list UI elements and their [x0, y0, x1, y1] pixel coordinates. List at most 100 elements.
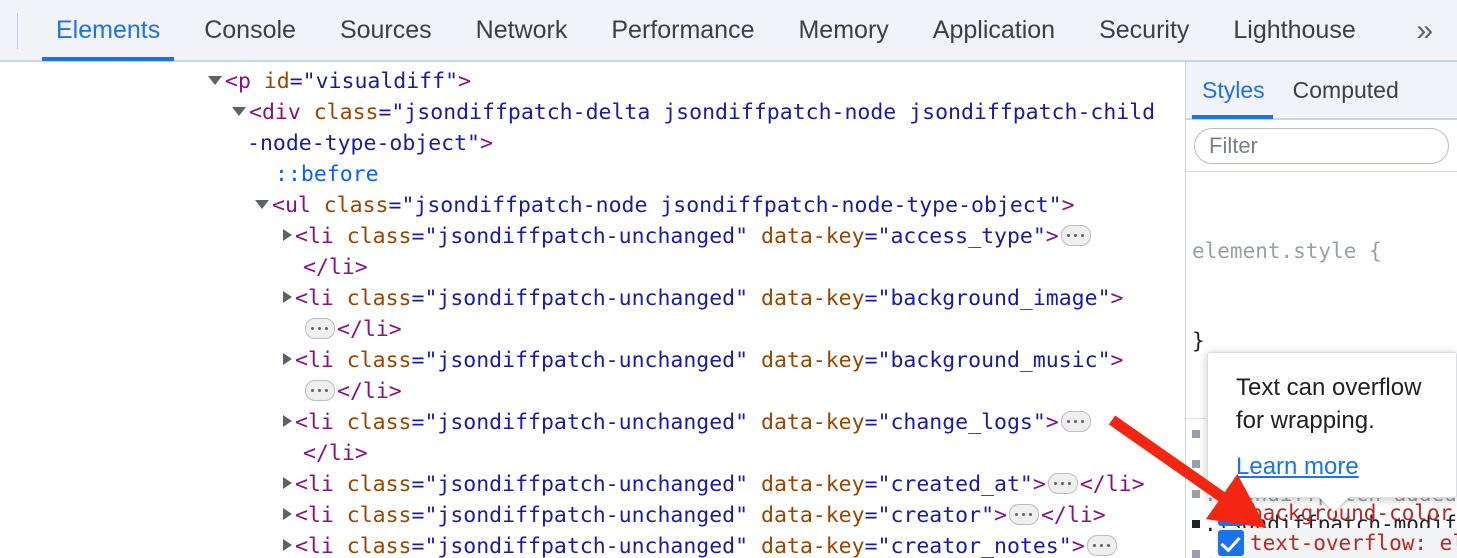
tab-elements[interactable]: Elements — [34, 0, 182, 61]
dom-token: class — [346, 472, 412, 497]
dom-token: ="jsondiffpatch-node jsondiffpatch-node-… — [388, 193, 1062, 218]
chevron-right-icon[interactable] — [283, 291, 292, 303]
dom-node-line[interactable]: -node-type-object"> — [247, 128, 493, 159]
dom-token: class — [346, 534, 412, 558]
dom-token: ="creator" — [864, 503, 995, 528]
property-enabled-checkbox[interactable] — [1218, 500, 1244, 526]
dom-token: ="jsondiffpatch-unchanged" — [411, 410, 749, 435]
tab-network[interactable]: Network — [475, 15, 568, 44]
chevron-down-icon[interactable] — [208, 76, 222, 85]
dom-token: ="access_type" — [864, 224, 1046, 249]
dom-token: <li — [295, 503, 347, 528]
chevron-right-icon[interactable] — [283, 508, 292, 520]
dom-token: data-key — [761, 224, 865, 249]
dom-node-line[interactable]: <li class="jsondiffpatch-unchanged" data… — [283, 407, 1093, 438]
dom-token: ="jsondiffpatch-unchanged" — [411, 224, 749, 249]
chevron-down-icon[interactable] — [232, 107, 246, 116]
dom-token: </li> — [337, 317, 402, 342]
learn-more-link[interactable]: Learn more — [1236, 453, 1359, 480]
property-enabled-checkbox[interactable] — [1218, 530, 1244, 556]
dom-node-line[interactable]: <p id="visualdiff"> — [208, 66, 471, 97]
dom-token: ="background_image" — [864, 286, 1111, 311]
dom-token: > — [1032, 472, 1046, 497]
dom-token: class — [313, 100, 379, 125]
dom-token: data-key — [761, 348, 865, 373]
dom-token: <li — [295, 410, 347, 435]
tab-application[interactable]: Application — [932, 15, 1056, 44]
dom-token: ="jsondiffpatch-unchanged" — [411, 472, 749, 497]
dom-token: <li — [295, 348, 347, 373]
expand-ellipsis-icon[interactable] — [1047, 473, 1078, 494]
dom-node-line[interactable]: </li> — [303, 376, 402, 407]
dom-token: <li — [295, 286, 347, 311]
dom-token: > — [1110, 348, 1124, 373]
dom-node-line[interactable]: <li class="jsondiffpatch-unchanged" data… — [283, 500, 1106, 531]
css-property-row[interactable]: text-overflow: el — [1216, 528, 1457, 558]
rule-bullet-icon — [1192, 430, 1200, 438]
dom-token: ="created_at" — [864, 472, 1033, 497]
expand-ellipsis-icon[interactable] — [305, 318, 335, 339]
dom-token: <li — [295, 224, 347, 249]
dom-token: </li> — [1040, 503, 1106, 528]
tab-lighthouse[interactable]: Lighthouse — [1233, 15, 1356, 44]
dom-node-line[interactable]: <div class="jsondiffpatch-delta jsondiff… — [232, 97, 1155, 128]
dom-node-line[interactable]: <li class="jsondiffpatch-unchanged" data… — [283, 283, 1123, 314]
expand-ellipsis-icon[interactable] — [1060, 225, 1091, 246]
element-style-selector: element.style { — [1192, 239, 1382, 263]
dom-token: class — [346, 224, 412, 249]
dom-token: > — [458, 69, 471, 94]
element-style-close-brace: } — [1192, 329, 1205, 353]
dom-token: > — [480, 131, 493, 156]
dom-token: ="jsondiffpatch-unchanged" — [411, 503, 749, 528]
expand-ellipsis-icon[interactable] — [305, 380, 335, 401]
dom-token: data-key — [761, 534, 865, 558]
dom-token: class — [323, 193, 389, 218]
element-style-rule[interactable]: element.style { } — [1186, 172, 1457, 416]
tooltip-message: Text can overflow for wrapping. — [1236, 374, 1422, 434]
dom-token: ="background_music" — [864, 348, 1111, 373]
dom-token: data-key — [761, 286, 865, 311]
dom-node-line[interactable]: <ul class="jsondiffpatch-node jsondiffpa… — [255, 190, 1075, 221]
styles-tab-styles[interactable]: Styles — [1186, 62, 1279, 119]
chevron-right-icon[interactable] — [283, 229, 292, 241]
dom-node-line[interactable]: ::before — [275, 159, 379, 190]
dom-token: ="jsondiffpatch-unchanged" — [411, 286, 749, 311]
tab-performance[interactable]: Performance — [611, 15, 755, 44]
expand-ellipsis-icon[interactable] — [1008, 504, 1039, 525]
overflow-tooltip: Text can overflow for wrapping. Learn mo… — [1207, 352, 1457, 512]
chevron-right-icon[interactable] — [283, 415, 292, 427]
dom-token: </li> — [303, 441, 368, 466]
expand-ellipsis-icon[interactable] — [1060, 411, 1091, 432]
dom-node-line[interactable]: <li class="jsondiffpatch-unchanged" data… — [283, 469, 1145, 500]
css-rule-selector[interactable]: . — [1186, 539, 1457, 558]
dom-token: data-key — [761, 472, 865, 497]
css-property-text: text-overflow: el — [1250, 531, 1457, 555]
chevron-right-icon[interactable] — [283, 353, 292, 365]
expand-ellipsis-icon[interactable] — [1086, 535, 1117, 556]
dom-node-line[interactable]: <li class="jsondiffpatch-unchanged" data… — [283, 221, 1093, 252]
dom-token: class — [346, 286, 412, 311]
styles-tab-computed[interactable]: Computed — [1292, 76, 1399, 103]
chevron-right-icon[interactable] — [283, 477, 292, 489]
chevron-right-icon[interactable] — [283, 539, 292, 551]
chevron-down-icon[interactable] — [255, 200, 269, 209]
dom-token: data-key — [761, 503, 865, 528]
dom-node-line[interactable]: </li> — [303, 438, 368, 469]
css-property-text: background-color: — [1250, 501, 1457, 525]
styles-filter-input[interactable] — [1194, 127, 1449, 164]
dom-tree-panel[interactable]: <p id="visualdiff"><div class="jsondiffp… — [0, 62, 1185, 558]
more-tabs-icon[interactable]: » — [1416, 14, 1433, 47]
dom-node-line[interactable]: </li> — [303, 314, 402, 345]
dom-node-line[interactable]: <li class="jsondiffpatch-unchanged" data… — [283, 345, 1123, 376]
tab-console[interactable]: Console — [204, 15, 296, 44]
styles-filter-row — [1186, 120, 1457, 172]
dom-node-line[interactable]: <li class="jsondiffpatch-unchanged" data… — [283, 531, 1119, 558]
tab-security[interactable]: Security — [1099, 15, 1190, 44]
dom-token: class — [346, 503, 412, 528]
tab-sources[interactable]: Sources — [339, 15, 432, 44]
dom-token: ="change_logs" — [864, 410, 1046, 435]
dom-node-line[interactable]: </li> — [303, 252, 368, 283]
tab-memory[interactable]: Memory — [798, 15, 889, 44]
devtools-tab-bar: Elements Console Sources Network Performance… — [0, 0, 1457, 62]
dom-token: ="creator_notes" — [864, 534, 1072, 558]
